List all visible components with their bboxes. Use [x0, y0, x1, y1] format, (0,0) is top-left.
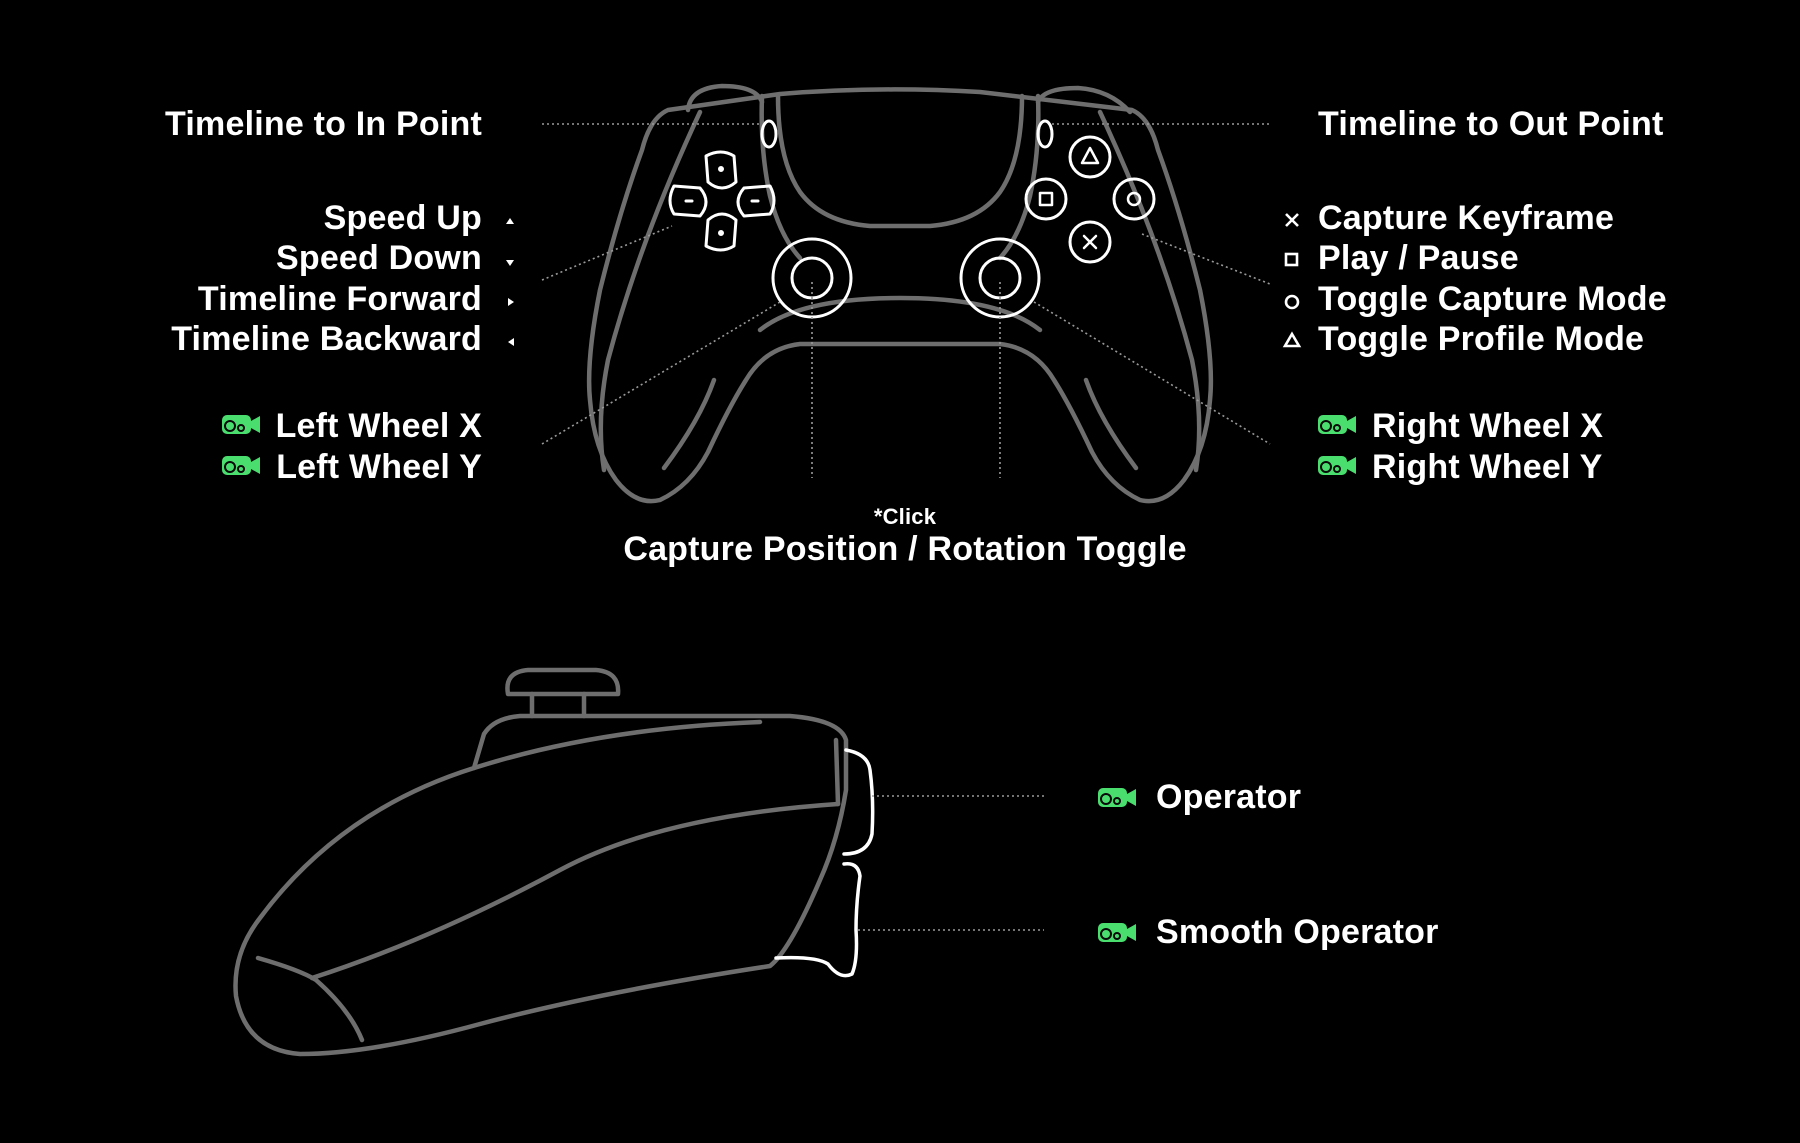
- label-speed-down: Speed Down: [275, 239, 482, 277]
- dpad-arrow-markers: [506, 218, 514, 346]
- face-glyphs: [1282, 213, 1302, 348]
- label-timeline-in: Timeline to In Point: [165, 105, 482, 143]
- label-capture-position-rotation: Capture Position / Rotation Toggle: [623, 530, 1187, 568]
- face-buttons: [1024, 135, 1156, 264]
- label-operator: Operator: [1156, 778, 1302, 816]
- label-play-pause: Play / Pause: [1318, 239, 1519, 277]
- front-controller: [586, 83, 1214, 504]
- label-toggle-profile-mode: Toggle Profile Mode: [1318, 320, 1645, 358]
- side-body-outline: [233, 713, 849, 1057]
- label-toggle-capture-mode: Toggle Capture Mode: [1318, 280, 1667, 318]
- leader-lines-front: [541, 123, 1271, 478]
- camera-icon: [1097, 787, 1137, 808]
- side-controller: [233, 667, 875, 1057]
- cross-icon: [1285, 213, 1299, 227]
- triangle-icon: [1282, 331, 1302, 348]
- label-timeline-out: Timeline to Out Point: [1318, 105, 1664, 143]
- label-speed-up: Speed Up: [323, 199, 482, 237]
- right-bumper: [1035, 85, 1133, 115]
- label-left-wheel-y: Left Wheel Y: [276, 448, 482, 486]
- dpad: [668, 150, 776, 252]
- create-button: [760, 119, 778, 149]
- arrow-down-icon: [506, 260, 514, 266]
- camera-icon: [1317, 414, 1357, 435]
- arrow-right-icon: [508, 298, 514, 306]
- controller-body-outline: [586, 87, 1214, 504]
- r1-bumper: [842, 748, 875, 856]
- label-smooth-operator: Smooth Operator: [1156, 913, 1439, 951]
- touchpad: [775, 93, 1025, 229]
- circle-icon: [1284, 294, 1300, 310]
- camera-icon: [1097, 922, 1137, 943]
- right-stick: [959, 237, 1041, 319]
- label-timeline-forward: Timeline Forward: [197, 280, 482, 318]
- label-left-wheel-x: Left Wheel X: [275, 407, 482, 445]
- r2-trigger: [774, 862, 862, 978]
- camera-icon: [221, 414, 261, 435]
- left-bumper: [685, 83, 765, 113]
- side-stick: [505, 667, 621, 697]
- leader-lines-side: [858, 795, 1044, 931]
- label-click-note: *Click: [873, 504, 937, 529]
- label-right-wheel-x: Right Wheel X: [1372, 407, 1604, 445]
- square-icon: [1284, 252, 1299, 267]
- arrow-left-icon: [508, 338, 514, 346]
- label-right-wheel-y: Right Wheel Y: [1372, 448, 1603, 486]
- options-button: [1036, 119, 1054, 149]
- camera-icon: [1317, 455, 1357, 476]
- camera-icon: [221, 455, 261, 476]
- arrow-up-icon: [506, 218, 514, 224]
- label-capture-keyframe: Capture Keyframe: [1318, 199, 1615, 237]
- label-timeline-backward: Timeline Backward: [171, 320, 482, 358]
